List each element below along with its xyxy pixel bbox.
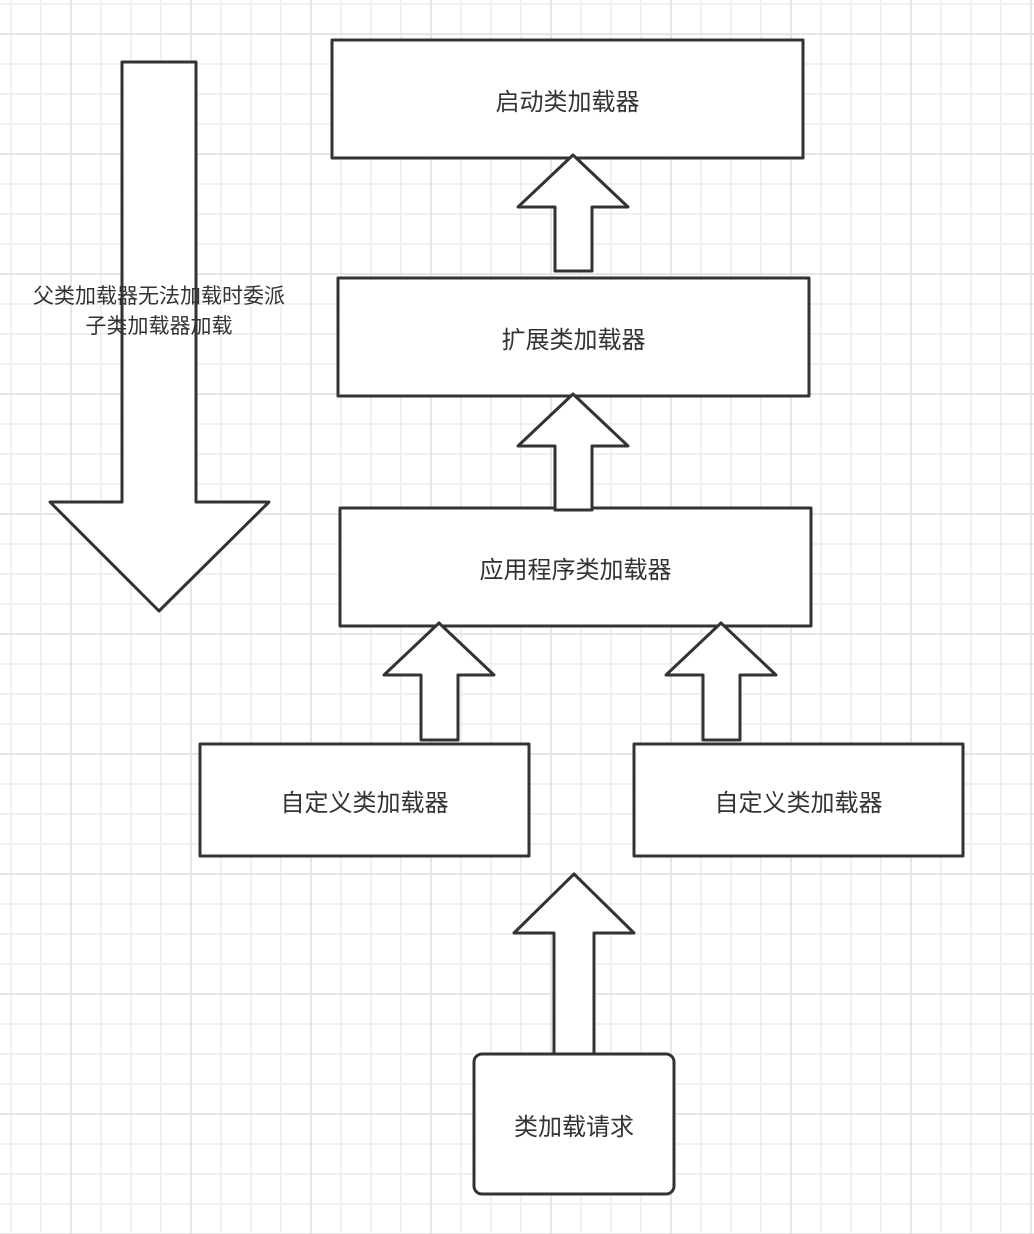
node-bootstrap-loader[interactable]: [330, 38, 805, 160]
delegation-down-arrow[interactable]: [48, 60, 271, 613]
delegation-note-line2: 子类加载器加载: [85, 314, 233, 338]
arrow-extension-to-bootstrap[interactable]: [516, 153, 630, 273]
arrow-application-to-extension[interactable]: [516, 392, 630, 512]
node-custom-loader-1[interactable]: [198, 742, 531, 858]
node-custom-loader-2[interactable]: [632, 742, 965, 858]
arrow-request-up[interactable]: [512, 872, 636, 1056]
node-bootstrap-label: 启动类加载器: [495, 87, 640, 116]
delegation-note: 父类加载器无法加载时委派 子类加载器加载: [0, 281, 318, 341]
node-custom2-label: 自定义类加载器: [714, 788, 883, 817]
node-extension-label: 扩展类加载器: [501, 325, 646, 354]
delegation-note-line1: 父类加载器无法加载时委派: [33, 284, 285, 308]
node-extension-loader[interactable]: [336, 276, 811, 398]
arrow-custom2-to-application[interactable]: [664, 621, 778, 742]
node-custom1-label: 自定义类加载器: [280, 788, 449, 817]
node-request-label: 类加载请求: [514, 1112, 634, 1141]
arrow-custom1-to-application[interactable]: [382, 621, 496, 742]
node-application-label: 应用程序类加载器: [479, 555, 672, 584]
